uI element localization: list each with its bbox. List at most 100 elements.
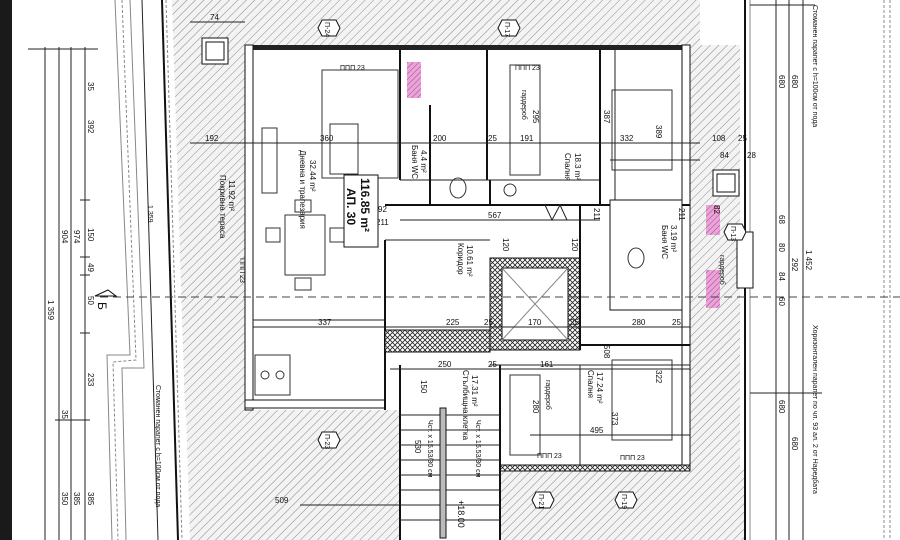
dim-right: 84 bbox=[777, 272, 786, 281]
dim-left: 385 bbox=[72, 492, 81, 506]
dim-right: 60 bbox=[777, 297, 786, 306]
dim-top: 200 bbox=[433, 134, 447, 143]
dim-lower: 25 bbox=[484, 318, 493, 327]
apartment-walls bbox=[244, 44, 691, 540]
dim-lower: 508 bbox=[602, 345, 611, 359]
dim-top: 108 bbox=[712, 134, 726, 143]
dim-top: 360 bbox=[320, 134, 334, 143]
dim-top: 191 bbox=[520, 134, 534, 143]
dim-left: 233 bbox=[86, 373, 95, 387]
dim-left: 49 bbox=[86, 263, 95, 272]
ventilation-shaft bbox=[706, 270, 720, 308]
window-tag: ППП 23 bbox=[620, 455, 645, 462]
dim-top: 28 bbox=[747, 151, 756, 160]
window-tag: ППП 23 bbox=[515, 65, 540, 72]
roof-hatch-areas bbox=[172, 0, 745, 540]
dim-top: 74 bbox=[210, 13, 219, 22]
site-border-lines bbox=[106, 0, 183, 540]
ventilation-shaft bbox=[407, 62, 421, 98]
dim-right: 68 bbox=[777, 215, 786, 224]
dim-left: 1 359 bbox=[46, 300, 55, 321]
room-area-bedroom2: 17.24 m² bbox=[595, 372, 604, 404]
dim-mid: 211 bbox=[677, 208, 686, 221]
dim-lower: 322 bbox=[654, 370, 663, 384]
left-dimension-lines bbox=[28, 47, 98, 540]
element-tag: П-24 bbox=[323, 22, 330, 37]
parapet-note: Хоризонтален парапет по чл. 93 ал. 2 от … bbox=[811, 325, 819, 494]
dim-mid: 92 bbox=[378, 205, 387, 214]
dim-top: 332 bbox=[620, 134, 634, 143]
chimney-icons bbox=[201, 37, 754, 289]
element-tag: П-13 bbox=[729, 226, 736, 241]
frame-edge bbox=[0, 0, 12, 540]
dim-lower: 250 bbox=[438, 360, 452, 369]
railing-note: Стоманен парапет с h=100см от пода bbox=[154, 385, 161, 507]
dim-lower: 150 bbox=[419, 380, 428, 394]
dim-top: 84 bbox=[720, 151, 729, 160]
dim-top: 192 bbox=[205, 134, 219, 143]
dim-right: 680 bbox=[790, 75, 799, 89]
room-area-bath1: 4.4 m² bbox=[419, 150, 428, 173]
dim-lower: 373 bbox=[610, 412, 619, 426]
element-tag: П-19 bbox=[620, 494, 627, 509]
dim-lower: 170 bbox=[528, 318, 542, 327]
room-area-stairs: 17.31 m² bbox=[470, 375, 479, 407]
furniture bbox=[254, 64, 673, 456]
room-name-bedroom1: Спалня bbox=[563, 153, 572, 181]
wardrobe-label: гардероб bbox=[544, 380, 552, 410]
ventilation-shaft bbox=[706, 205, 720, 235]
element-tags bbox=[317, 19, 747, 509]
element-tag: П-21 bbox=[537, 494, 544, 509]
dim-right: 680 bbox=[777, 400, 786, 414]
dim-left: 385 bbox=[86, 492, 95, 506]
apartment-label: АП. 30 116.85 m² bbox=[343, 174, 379, 248]
dim-left: 35 bbox=[60, 410, 69, 419]
stairs-note: Чст. x 15.53/30 см bbox=[426, 420, 433, 478]
window-tag: ППП 23 bbox=[537, 453, 562, 460]
dim-top: 387 bbox=[602, 110, 611, 124]
dim-right: 292 bbox=[790, 258, 799, 272]
room-area-terrace: 11.92 m² bbox=[227, 180, 236, 211]
staircase bbox=[400, 407, 500, 539]
room-area-corridor: 10.61 m² bbox=[465, 245, 474, 277]
room-area-living: 32.44 m² bbox=[308, 160, 317, 192]
dim-top: 295 bbox=[531, 110, 540, 124]
wardrobe-label: гардероб bbox=[718, 255, 726, 285]
dim-left: 974 bbox=[72, 230, 81, 244]
dim-top: 389 bbox=[654, 125, 663, 139]
dim-lower: 530 bbox=[413, 440, 422, 454]
dim-right: 680 bbox=[777, 75, 786, 89]
dim-left: 35 bbox=[86, 82, 95, 91]
dim-mid: 120 bbox=[501, 238, 510, 252]
dim-right: 1 452 bbox=[804, 250, 813, 271]
dim-mid: 567 bbox=[488, 211, 502, 220]
section-marker: Б bbox=[95, 302, 109, 310]
element-tag: П-17 bbox=[503, 22, 510, 37]
room-name-bath1: Баня WC bbox=[410, 145, 419, 179]
dim-left: 150 bbox=[86, 228, 95, 242]
room-area-bedroom1: 18.3 m² bbox=[573, 153, 582, 180]
dim-right: 680 bbox=[790, 437, 799, 451]
room-name-living: Дневна и трапезария bbox=[298, 150, 307, 229]
dim-lower: 280 bbox=[632, 318, 646, 327]
level-mark: +18.00 bbox=[456, 500, 466, 528]
room-name-stairs: Стълбищна клетка bbox=[461, 370, 470, 441]
dim-mid: 211 bbox=[376, 218, 389, 227]
dim-lower: 280 bbox=[531, 400, 540, 414]
room-name-bedroom2: Спалня bbox=[586, 370, 595, 398]
dimension-chains bbox=[190, 21, 700, 506]
dim-lower: 337 bbox=[318, 318, 332, 327]
window-tag: ППП 23 bbox=[238, 258, 245, 283]
railing-note: Стоманен парапет с h=100см от пода bbox=[811, 5, 818, 127]
dim-mid: 82 bbox=[712, 205, 721, 214]
dim-left: 50 bbox=[86, 296, 95, 305]
dim-lower: 161 bbox=[540, 360, 554, 369]
window-tag: ППП 23 bbox=[340, 65, 365, 72]
section-arrow-icon bbox=[94, 289, 118, 297]
dim-left: 904 bbox=[60, 230, 69, 244]
dim-right: 80 bbox=[777, 243, 786, 252]
apartment-name: АП. 30 bbox=[344, 188, 358, 225]
apartment-area: 116.85 m² bbox=[358, 178, 372, 232]
stairs-note: Чст. x 15.53/30 см bbox=[474, 420, 481, 478]
